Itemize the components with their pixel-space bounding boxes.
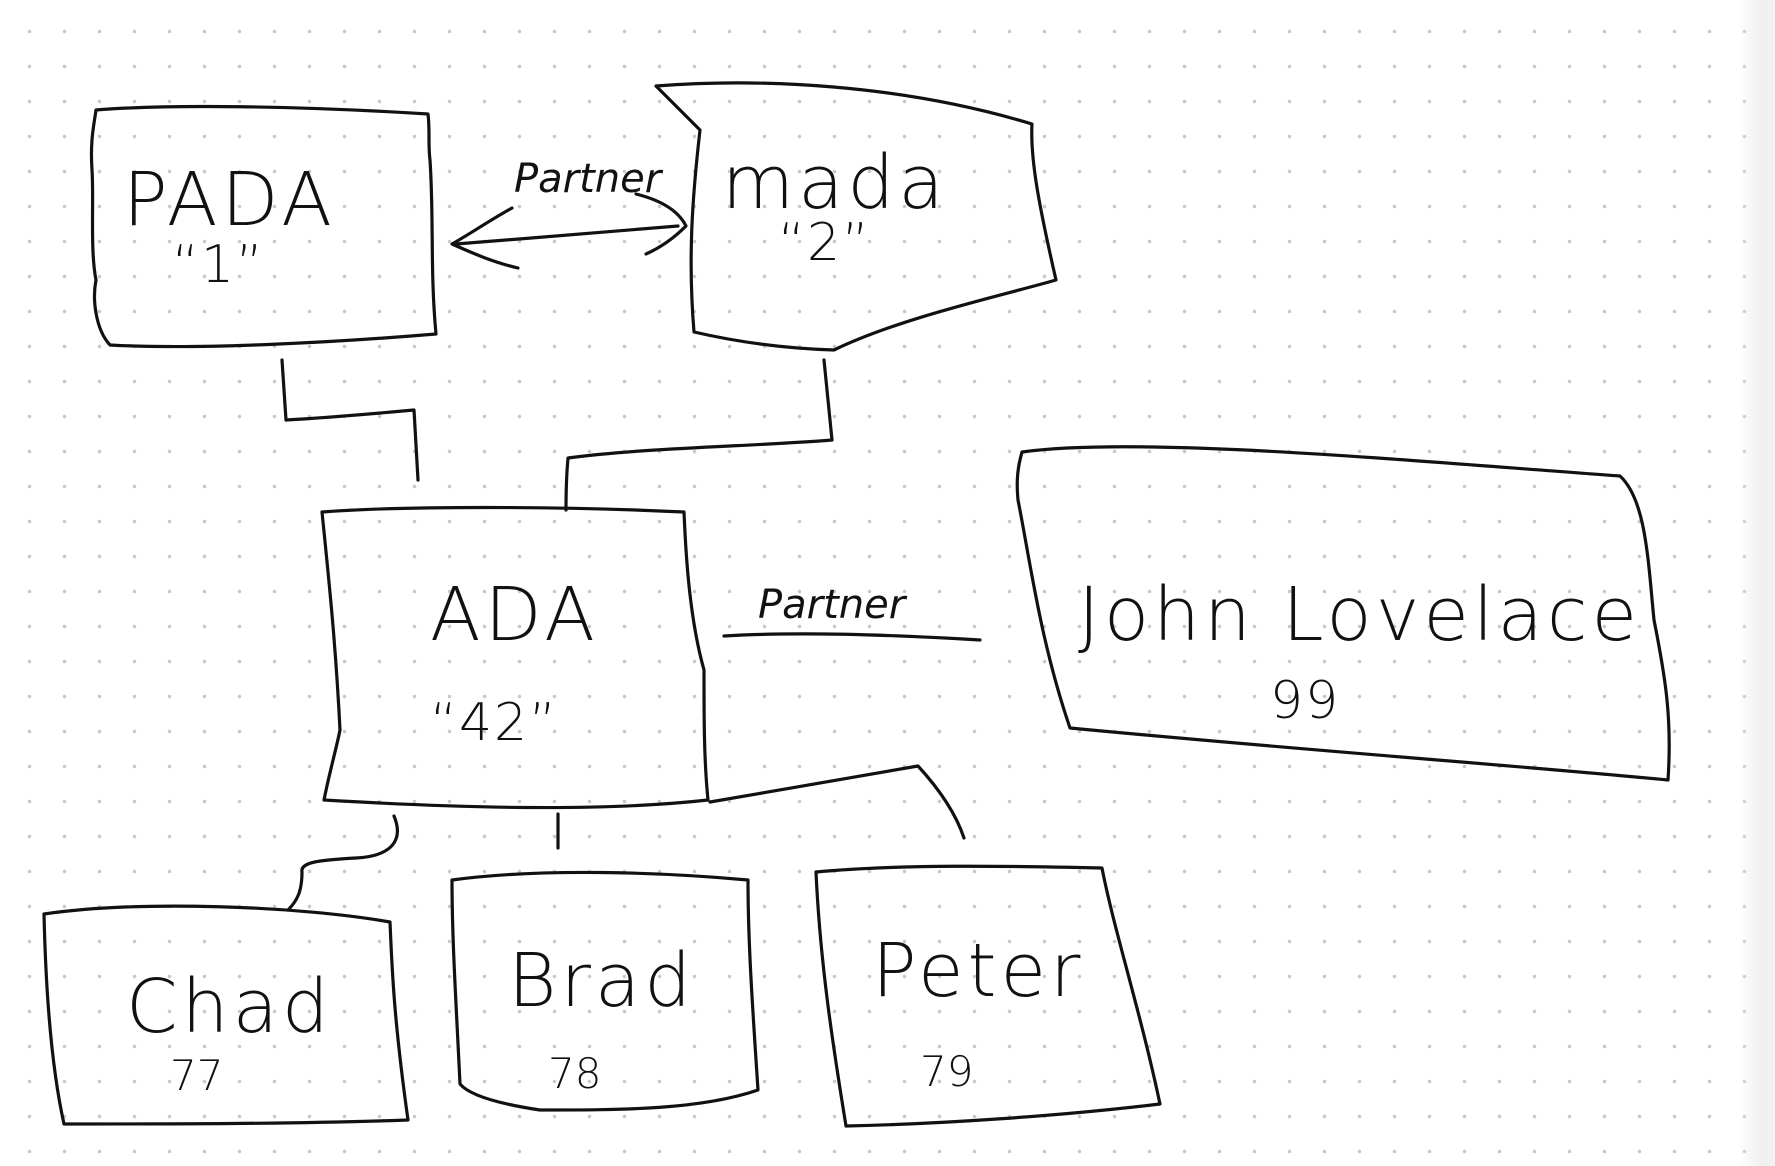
node-peter-box bbox=[814, 864, 1162, 1128]
node-peter-number: 79 bbox=[920, 1047, 973, 1096]
connector-pada-to-ada bbox=[280, 358, 420, 482]
connector-mada-to-ada bbox=[564, 358, 834, 512]
connector-ada-to-chad bbox=[286, 814, 399, 912]
node-brad-box bbox=[450, 870, 760, 1112]
edge-partner-top-label: Partner bbox=[514, 156, 664, 202]
double-arrow-line bbox=[454, 224, 680, 246]
edge-partner-top: Partner bbox=[450, 156, 688, 270]
node-ada-number: “42” bbox=[430, 693, 558, 753]
node-pada[interactable]: PADA “1” bbox=[89, 104, 438, 349]
node-brad[interactable]: Brad 78 bbox=[450, 870, 760, 1112]
node-brad-name: Brad bbox=[508, 938, 695, 1024]
node-mada-name: mada bbox=[722, 140, 948, 226]
node-ada[interactable]: ADA “42” bbox=[320, 505, 710, 810]
node-peter-name: Peter bbox=[872, 928, 1084, 1014]
node-peter[interactable]: Peter 79 bbox=[814, 864, 1162, 1128]
node-john-name: John Lovelace bbox=[1078, 572, 1641, 658]
edge-partner-mid-line bbox=[722, 632, 982, 642]
node-john-box bbox=[1015, 445, 1671, 782]
edge-partner-mid: Partner bbox=[722, 582, 982, 642]
node-chad-name: Chad bbox=[126, 964, 333, 1050]
node-pada-box bbox=[89, 104, 438, 349]
node-mada-box bbox=[654, 81, 1058, 352]
node-mada[interactable]: mada “2” bbox=[654, 81, 1058, 352]
node-chad-box bbox=[42, 904, 410, 1126]
node-ada-name: ADA bbox=[430, 572, 599, 658]
node-pada-name: PADA bbox=[123, 157, 336, 243]
node-chad[interactable]: Chad 77 bbox=[42, 904, 410, 1126]
node-chad-number: 77 bbox=[170, 1051, 223, 1100]
node-brad-number: 78 bbox=[548, 1049, 601, 1098]
node-pada-number: “1” bbox=[172, 235, 265, 295]
node-mada-number: “2” bbox=[778, 213, 871, 273]
canvas-edge-strip bbox=[1739, 0, 1775, 1166]
arrowhead-left bbox=[450, 206, 520, 270]
connector-ada-to-peter bbox=[708, 764, 966, 840]
node-john[interactable]: John Lovelace 99 bbox=[1015, 445, 1671, 782]
node-john-number: 99 bbox=[1270, 671, 1340, 731]
edge-partner-mid-label: Partner bbox=[758, 582, 908, 628]
arrowhead-right bbox=[634, 192, 688, 256]
node-ada-box bbox=[320, 505, 710, 810]
